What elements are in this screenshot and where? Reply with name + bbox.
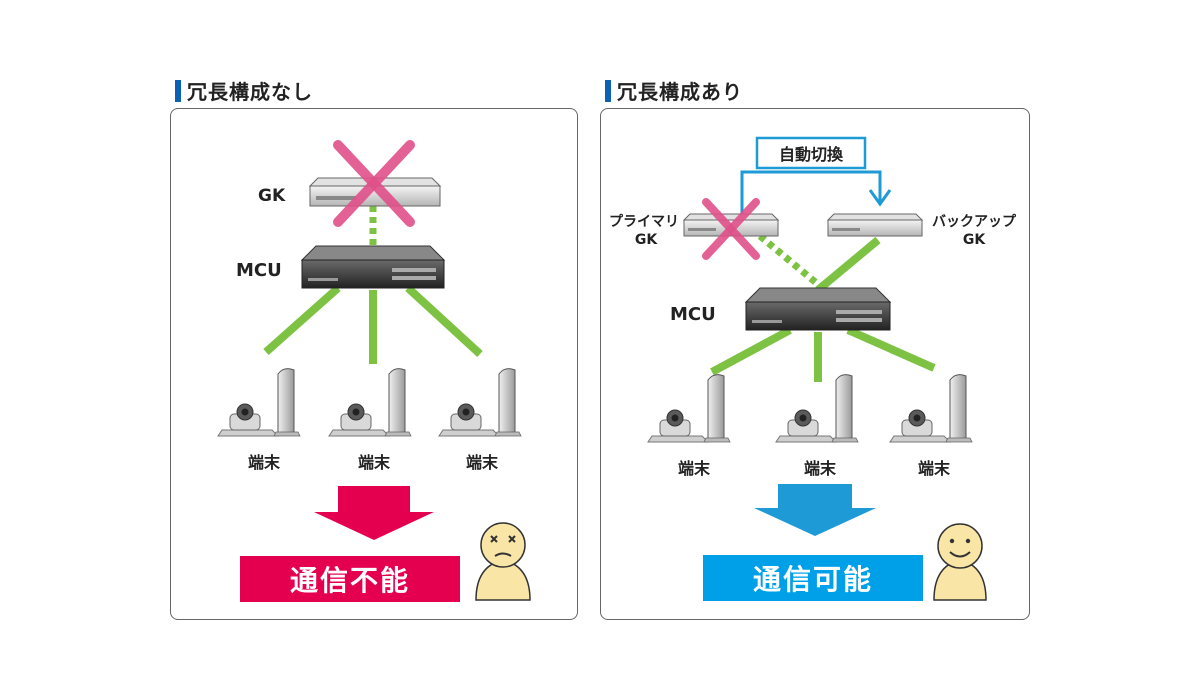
left-result-box — [240, 556, 460, 602]
left-mcu-label: MCU — [236, 260, 282, 281]
mcu-terminal-link-3 — [405, 285, 483, 357]
auto-switch-label: 自動切換 — [779, 145, 844, 164]
primary-gk-label-line1: プライマリ — [609, 214, 679, 230]
right-terminal-1-label: 端末 — [678, 459, 711, 478]
backup-gk-label-line2: GK — [963, 232, 986, 248]
right-terminal-2-icon — [775, 374, 859, 443]
right-mcu-label: MCU — [670, 304, 716, 325]
right-down-arrow-icon — [754, 484, 876, 536]
right-terminal-1-icon — [647, 374, 731, 443]
left-terminal-2-label: 端末 — [358, 453, 391, 472]
mcu-terminal-link-1 — [710, 326, 792, 376]
left-result-text: 通信不能 — [290, 564, 410, 597]
backup-gk-device — [826, 213, 924, 237]
left-title-text: 冗長構成なし — [187, 80, 313, 104]
left-down-arrow-icon — [314, 486, 434, 540]
auto-switch-label-box — [755, 136, 867, 170]
left-terminal-2-icon — [328, 368, 412, 437]
title-bar-marker — [605, 79, 611, 102]
left-links — [263, 206, 483, 364]
right-section-title: 冗長構成あり — [605, 76, 743, 105]
primary-gk-label-line2: GK — [635, 232, 658, 248]
left-terminal-1-icon — [217, 368, 301, 437]
left-section-title: 冗長構成なし — [175, 76, 313, 105]
mcu-terminal-link-3 — [846, 326, 936, 372]
primary-gk-mcu-dashed-link — [757, 233, 823, 289]
backup-gk-label-line1: バックアップ — [932, 214, 1017, 230]
left-terminal-3-icon — [438, 368, 522, 437]
left-mcu-device — [300, 245, 446, 289]
sad-face-person-icon — [475, 522, 531, 601]
right-title-text: 冗長構成あり — [617, 80, 743, 104]
title-bar-marker — [175, 79, 181, 102]
right-links — [710, 233, 936, 382]
right-terminal-2-label: 端末 — [804, 459, 837, 478]
left-gk-failure-cross-icon — [333, 140, 415, 227]
right-mcu-device — [744, 287, 892, 331]
mcu-terminal-link-1 — [263, 285, 341, 355]
primary-gk-failure-cross-icon — [702, 198, 760, 260]
right-terminal-3-label: 端末 — [918, 459, 951, 478]
right-result-text: 通信可能 — [753, 563, 873, 596]
left-gk-label: GK — [258, 186, 286, 206]
happy-face-person-icon — [933, 523, 987, 601]
left-terminal-3-label: 端末 — [466, 453, 499, 472]
left-terminal-1-label: 端末 — [248, 453, 281, 472]
right-result-box — [703, 555, 923, 601]
right-terminal-3-icon — [889, 374, 973, 443]
backup-gk-mcu-link — [815, 236, 881, 294]
auto-switch-connector — [740, 170, 892, 214]
